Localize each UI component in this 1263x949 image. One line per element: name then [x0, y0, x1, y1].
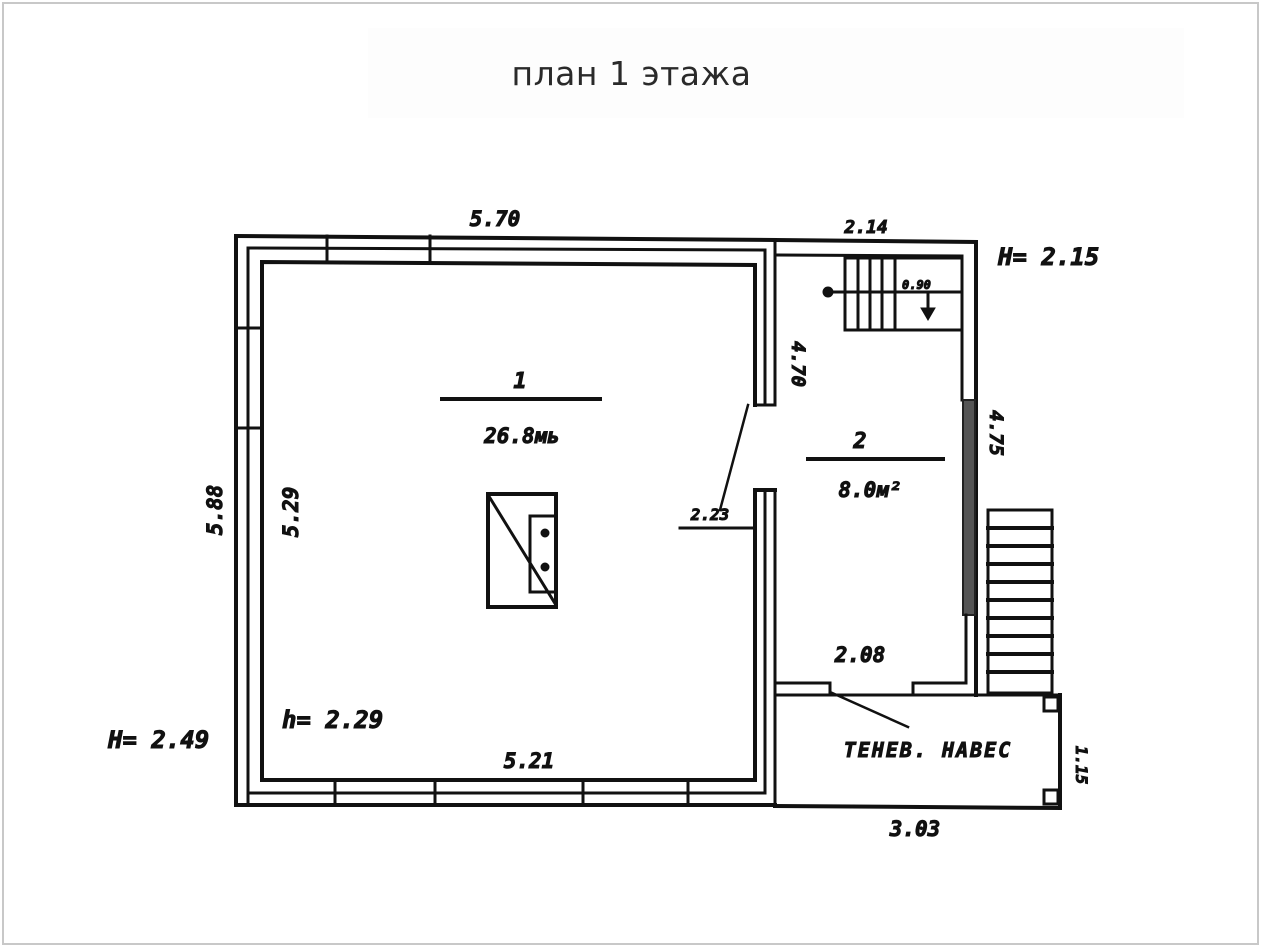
height-main-inner: h= 2.29	[282, 706, 383, 734]
dim-left-inner: 5.29	[279, 487, 303, 538]
staircase-icon	[822, 256, 964, 332]
room-2-area: 8.0м²	[838, 478, 901, 502]
door-leader	[718, 403, 750, 512]
dim-porch-side: 1.15	[1072, 746, 1091, 785]
dim-left-outer: 5.88	[203, 485, 227, 536]
room-2-number: 2	[852, 429, 866, 454]
dim-door: 2.23	[690, 505, 730, 524]
room-2-label: 2 8.0м²	[806, 429, 945, 503]
dim-annex-right: 4.75	[985, 410, 1007, 456]
room-1-area: 26.8мь	[483, 424, 560, 448]
stair-landing-dim: 0.90	[902, 278, 931, 292]
dim-annex-partition: 4.70	[787, 341, 809, 387]
annex-walls	[772, 237, 979, 697]
main-room-walls	[233, 233, 778, 807]
room-1-number: 1	[513, 369, 526, 394]
height-annex: H= 2.15	[997, 243, 1099, 271]
dim-porch-bottom: 3.03	[889, 817, 941, 841]
dim-bottom-inner: 5.21	[504, 749, 555, 773]
room-1-label: 1 26.8мь	[440, 369, 602, 449]
height-main-outer: H= 2.49	[107, 726, 209, 754]
dim-top-main: 5.70	[470, 207, 521, 231]
canopy-outline	[772, 690, 1063, 811]
porch-steps-icon	[986, 508, 1054, 695]
dim-porch-inner: 2.08	[834, 643, 886, 667]
page-title: план 1 этажа	[511, 54, 752, 93]
canopy-label: ТЕНЕВ. НАВЕС	[844, 738, 1013, 762]
title-band	[368, 28, 1184, 118]
stove-icon	[486, 492, 559, 609]
dim-top-annex: 2.14	[843, 217, 887, 238]
